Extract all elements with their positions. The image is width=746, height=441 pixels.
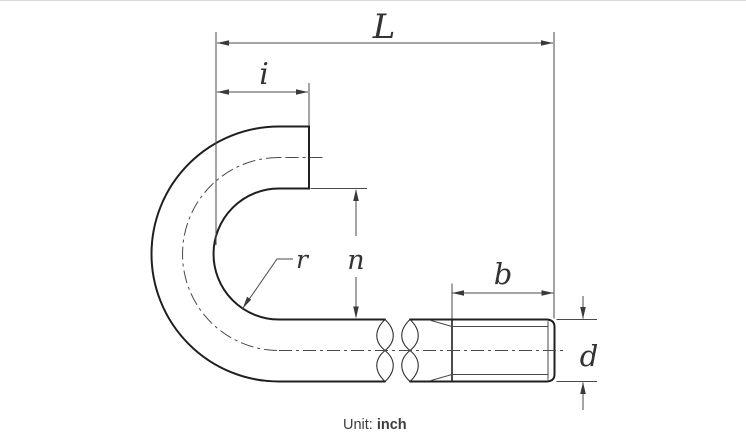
arrow-r-leader xyxy=(242,296,252,309)
label-thread-length: b xyxy=(494,257,513,291)
leader-line-r xyxy=(242,258,293,309)
arrow-L-right xyxy=(541,40,553,46)
dimension-labels: L i n r b d xyxy=(259,7,598,373)
arrow-L-left xyxy=(217,40,229,46)
arrow-d-top xyxy=(580,307,586,319)
unit-note-prefix: Unit: xyxy=(343,417,373,433)
label-diameter: d xyxy=(580,339,599,373)
arrow-b-left xyxy=(452,290,464,296)
label-hook-opening: n xyxy=(347,245,364,276)
label-hook-inside-spread: i xyxy=(259,57,269,92)
unit-note: Unit:inch xyxy=(343,417,407,433)
label-overall-length: L xyxy=(372,7,396,47)
shank-left-segment xyxy=(278,318,386,383)
centerline-bend-arc xyxy=(182,157,280,351)
arrow-d-bottom xyxy=(580,382,586,394)
centerlines xyxy=(182,157,566,351)
label-bend-radius: r xyxy=(296,245,310,274)
arrow-i-left xyxy=(217,89,229,95)
part-outline xyxy=(150,125,556,383)
arrow-i-right xyxy=(296,89,308,95)
thread-runout-top xyxy=(430,320,453,327)
inner-bend-arc xyxy=(212,187,280,321)
thread-runout-bottom xyxy=(430,374,453,381)
top-divider xyxy=(0,0,746,1)
hook-free-end xyxy=(278,125,310,190)
arrow-n-top xyxy=(353,189,359,201)
unit-note-value: inch xyxy=(376,417,407,433)
outer-bend-arc xyxy=(150,125,280,383)
arrow-n-bottom xyxy=(353,306,359,319)
arrow-b-right xyxy=(541,290,554,296)
arrowheads xyxy=(217,40,586,394)
